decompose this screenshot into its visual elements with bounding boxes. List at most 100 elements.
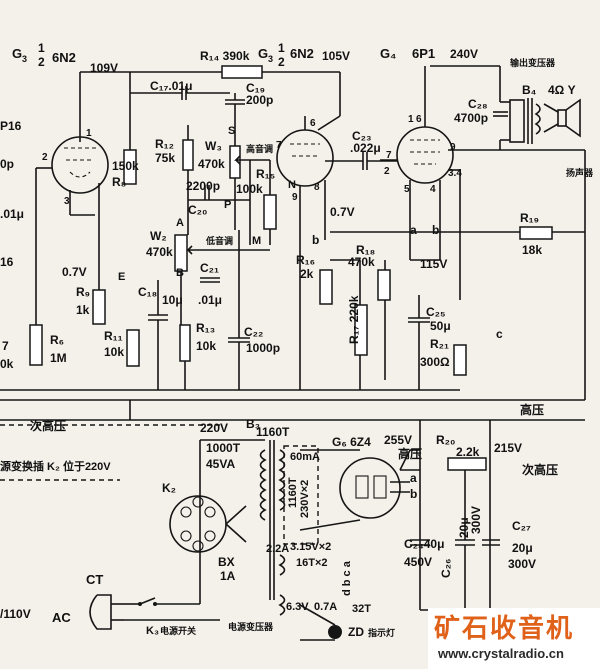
voltage-selector-k2 <box>169 495 247 553</box>
svg-text:16T×2: 16T×2 <box>296 557 328 569</box>
svg-text:b: b <box>432 223 439 237</box>
svg-text:C₁₈: C₁₈ <box>138 285 157 299</box>
svg-text:高压: 高压 <box>520 402 544 417</box>
svg-text:CT: CT <box>86 572 103 587</box>
svg-text:6N2: 6N2 <box>290 46 314 61</box>
svg-text:6: 6 <box>310 118 316 129</box>
svg-text:b: b <box>312 233 319 247</box>
left-dashed-box <box>0 424 220 481</box>
svg-text:1160T: 1160T <box>256 425 290 439</box>
svg-text:10μ: 10μ <box>162 293 183 307</box>
svg-text:2: 2 <box>38 55 45 69</box>
svg-text:C₂₄40μ: C₂₄40μ <box>404 537 444 551</box>
svg-text:255V: 255V <box>384 433 412 447</box>
svg-text:C₂₅: C₂₅ <box>426 305 446 319</box>
svg-text:1k: 1k <box>76 303 90 317</box>
svg-text:.022μ: .022μ <box>350 141 381 155</box>
svg-text:E: E <box>118 271 125 283</box>
svg-text:a: a <box>410 471 417 485</box>
svg-text:K₃: K₃ <box>146 625 159 637</box>
power-transformer <box>199 439 361 616</box>
svg-text:6: 6 <box>416 114 422 125</box>
indicator-lamp <box>299 604 342 641</box>
output-transformer <box>499 98 585 151</box>
svg-text:2.2A: 2.2A <box>266 543 289 555</box>
svg-text:G₄: G₄ <box>380 46 396 61</box>
svg-text:R₉: R₉ <box>76 285 90 299</box>
svg-text:150k: 150k <box>112 159 139 173</box>
svg-text:18k: 18k <box>522 243 542 257</box>
svg-text:300V: 300V <box>508 557 536 571</box>
svg-text:N: N <box>288 179 296 191</box>
svg-text:C₂₇: C₂₇ <box>512 519 531 533</box>
svg-text:220V: 220V <box>200 421 228 435</box>
svg-text:R₁₁: R₁₁ <box>104 329 123 343</box>
svg-text:2: 2 <box>278 55 285 69</box>
svg-text:1000T: 1000T <box>206 441 241 455</box>
svg-text:230V×2: 230V×2 <box>299 480 311 518</box>
svg-text:C₂₈: C₂₈ <box>468 97 488 111</box>
svg-text:300Ω: 300Ω <box>420 355 450 369</box>
svg-text:8: 8 <box>314 182 320 193</box>
svg-text:扬声器: 扬声器 <box>566 167 594 178</box>
svg-text:7: 7 <box>386 150 392 161</box>
svg-text:R₈: R₈ <box>112 175 126 189</box>
tube-g4 <box>380 126 500 300</box>
svg-text:215V: 215V <box>494 441 522 455</box>
svg-text:0.7V: 0.7V <box>330 205 355 219</box>
tube-g3b <box>276 115 341 390</box>
svg-text:C₂₁: C₂₁ <box>200 261 219 275</box>
watermark-logo: 矿石收音机 www.crystalradio.cn <box>428 608 600 669</box>
svg-text:B₃: B₃ <box>246 417 260 431</box>
svg-text:R₆: R₆ <box>50 333 64 347</box>
svg-text:3.15V×2: 3.15V×2 <box>290 541 331 553</box>
svg-text:C₂₃: C₂₃ <box>352 129 372 143</box>
svg-text:7: 7 <box>276 140 282 151</box>
svg-text:次高压: 次高压 <box>30 418 66 433</box>
svg-text:1A: 1A <box>220 569 236 583</box>
svg-text:R₁₈: R₁₈ <box>356 243 375 257</box>
resistors <box>29 65 553 471</box>
svg-text:K₂: K₂ <box>162 481 176 495</box>
svg-text:20μ: 20μ <box>512 541 533 555</box>
labels: G 3 1 2 6N2 109V R₁₄ 390k G 3 1 2 6N2 10… <box>0 41 594 639</box>
svg-text:45VA: 45VA <box>206 457 235 471</box>
svg-text:3: 3 <box>22 54 27 64</box>
svg-text:50μ: 50μ <box>430 319 451 333</box>
svg-text:0.7V: 0.7V <box>62 265 87 279</box>
svg-text:10k: 10k <box>104 345 124 359</box>
potentiometers <box>180 125 271 390</box>
svg-text:470k: 470k <box>146 245 173 259</box>
svg-text:R₁₄ 390k: R₁₄ 390k <box>200 49 250 63</box>
svg-text:C₁₉: C₁₉ <box>246 81 265 95</box>
svg-text:6.3V: 6.3V <box>286 601 309 613</box>
svg-text:指示灯: 指示灯 <box>368 627 395 638</box>
svg-text:3.4: 3.4 <box>448 168 462 179</box>
svg-text:M: M <box>252 235 261 247</box>
svg-text:R₁₆: R₁₆ <box>296 253 315 267</box>
svg-text:S: S <box>228 125 235 137</box>
svg-text:4Ω Y: 4Ω Y <box>548 83 576 97</box>
watermark-title: 矿石收音机 <box>434 614 575 644</box>
ac-plug <box>89 594 220 630</box>
svg-text:2: 2 <box>384 166 390 177</box>
svg-text:C₂₀: C₂₀ <box>188 203 207 217</box>
svg-text:/110V: /110V <box>0 607 31 621</box>
svg-text:0p: 0p <box>0 157 14 171</box>
svg-text:a: a <box>410 223 417 237</box>
svg-text:.01μ: .01μ <box>0 207 24 221</box>
svg-text:B: B <box>176 267 184 279</box>
svg-text:20μ: 20μ <box>457 517 471 538</box>
svg-text:2.2k: 2.2k <box>456 445 480 459</box>
svg-text:AC: AC <box>52 610 71 625</box>
svg-text:300V: 300V <box>469 506 483 534</box>
svg-text:470k: 470k <box>348 255 375 269</box>
svg-text:C₂₂: C₂₂ <box>244 325 263 339</box>
svg-text:5: 5 <box>404 184 410 195</box>
svg-text:32T: 32T <box>352 603 371 615</box>
svg-text:1160T: 1160T <box>287 477 299 508</box>
svg-text:b: b <box>410 487 417 501</box>
svg-text:R₂₀: R₂₀ <box>436 433 455 447</box>
svg-text:105V: 105V <box>322 49 350 63</box>
